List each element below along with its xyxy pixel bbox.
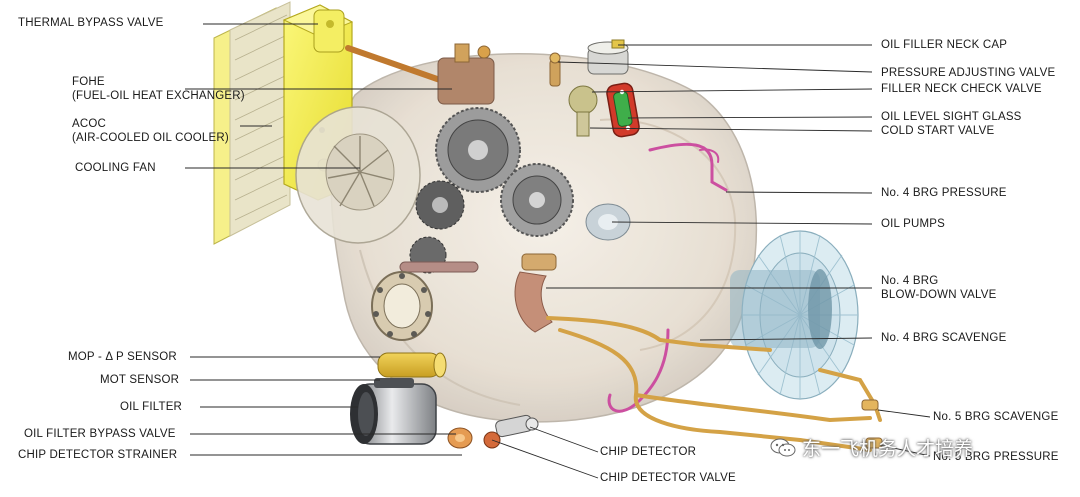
label-mot-sensor: MOT SENSOR (100, 374, 180, 386)
filler-neck-check-valve-part (568, 85, 598, 137)
pressure-adjusting-valve-part (549, 52, 561, 87)
chip-detector-part (495, 414, 539, 438)
label-oil-filter-bypass-valve: OIL FILTER BYPASS VALVE (24, 428, 176, 440)
fohe-piping (345, 43, 495, 105)
label-no4-brg-blowdown-line1: No. 4 BRG (881, 275, 939, 287)
cooling-fan-part (295, 106, 421, 244)
label-cold-start-valve: COLD START VALVE (881, 125, 995, 137)
turbine-fan-part (730, 230, 859, 400)
label-oil-level-sight-glass: OIL LEVEL SIGHT GLASS (881, 111, 1022, 123)
label-fohe: FOHE (FUEL-OIL HEAT EXCHANGER) (72, 75, 245, 103)
label-no4-brg-blowdown-valve: No. 4 BRG BLOW-DOWN VALVE (881, 274, 996, 302)
label-acoc-line2: (AIR-COOLED OIL COOLER) (72, 132, 229, 144)
label-mop-sensor: MOP - Δ P SENSOR (68, 351, 177, 363)
label-chip-detector-strainer: CHIP DETECTOR STRAINER (18, 449, 178, 461)
watermark-text: 东一飞机务人才培养 (802, 438, 974, 460)
thermal-bypass-valve-part (313, 9, 345, 53)
accessory-gear-train (399, 107, 574, 274)
bearing-pressure-lines (607, 142, 728, 413)
oil-level-sight-glass-part (606, 82, 640, 138)
label-chip-detector: CHIP DETECTOR (600, 446, 697, 458)
label-acoc: ACOC (AIR-COOLED OIL COOLER) (72, 117, 229, 145)
oil-filter-part (350, 378, 437, 445)
label-oil-pumps: OIL PUMPS (881, 218, 945, 230)
label-chip-detector-valve: CHIP DETECTOR VALVE (600, 472, 736, 484)
label-fohe-line1: FOHE (72, 76, 105, 88)
scavenge-oil-lines (546, 316, 882, 452)
label-no5-brg-scavenge: No. 5 BRG SCAVENGE (933, 411, 1059, 423)
watermark: 东一飞机务人才培养 (770, 434, 973, 461)
roller-bearing-part (371, 271, 433, 341)
label-no4-brg-blowdown-line2: BLOW-DOWN VALVE (881, 289, 997, 301)
label-filler-neck-check-valve: FILLER NECK CHECK VALVE (881, 83, 1042, 95)
label-acoc-line1: ACOC (72, 118, 107, 130)
label-oil-filler-neck-cap: OIL FILLER NECK CAP (881, 39, 1008, 51)
blow-down-valve-part (514, 253, 557, 333)
label-cooling-fan: COOLING FAN (75, 162, 156, 174)
label-oil-filter: OIL FILTER (120, 401, 183, 413)
label-thermal-bypass-valve: THERMAL BYPASS VALVE (18, 17, 164, 29)
oil-filter-bypass-valve-part (447, 427, 473, 449)
leader-lines (185, 23, 931, 479)
label-no4-brg-scavenge: No. 4 BRG SCAVENGE (881, 332, 1007, 344)
oil-filler-neck-cap-part (587, 39, 629, 75)
label-no5-brg-pressure: No. 5 BRG PRESSURE (933, 451, 1059, 463)
label-no4-brg-pressure: No. 4 BRG PRESSURE (881, 187, 1007, 199)
wechat-bubble-icon (770, 438, 796, 456)
scavenge-line-fittings (861, 399, 883, 449)
label-pressure-adjusting-valve: PRESSURE ADJUSTING VALVE (881, 67, 1056, 79)
label-fohe-line2: (FUEL-OIL HEAT EXCHANGER) (72, 90, 245, 102)
mot-sensor-part (377, 352, 447, 378)
